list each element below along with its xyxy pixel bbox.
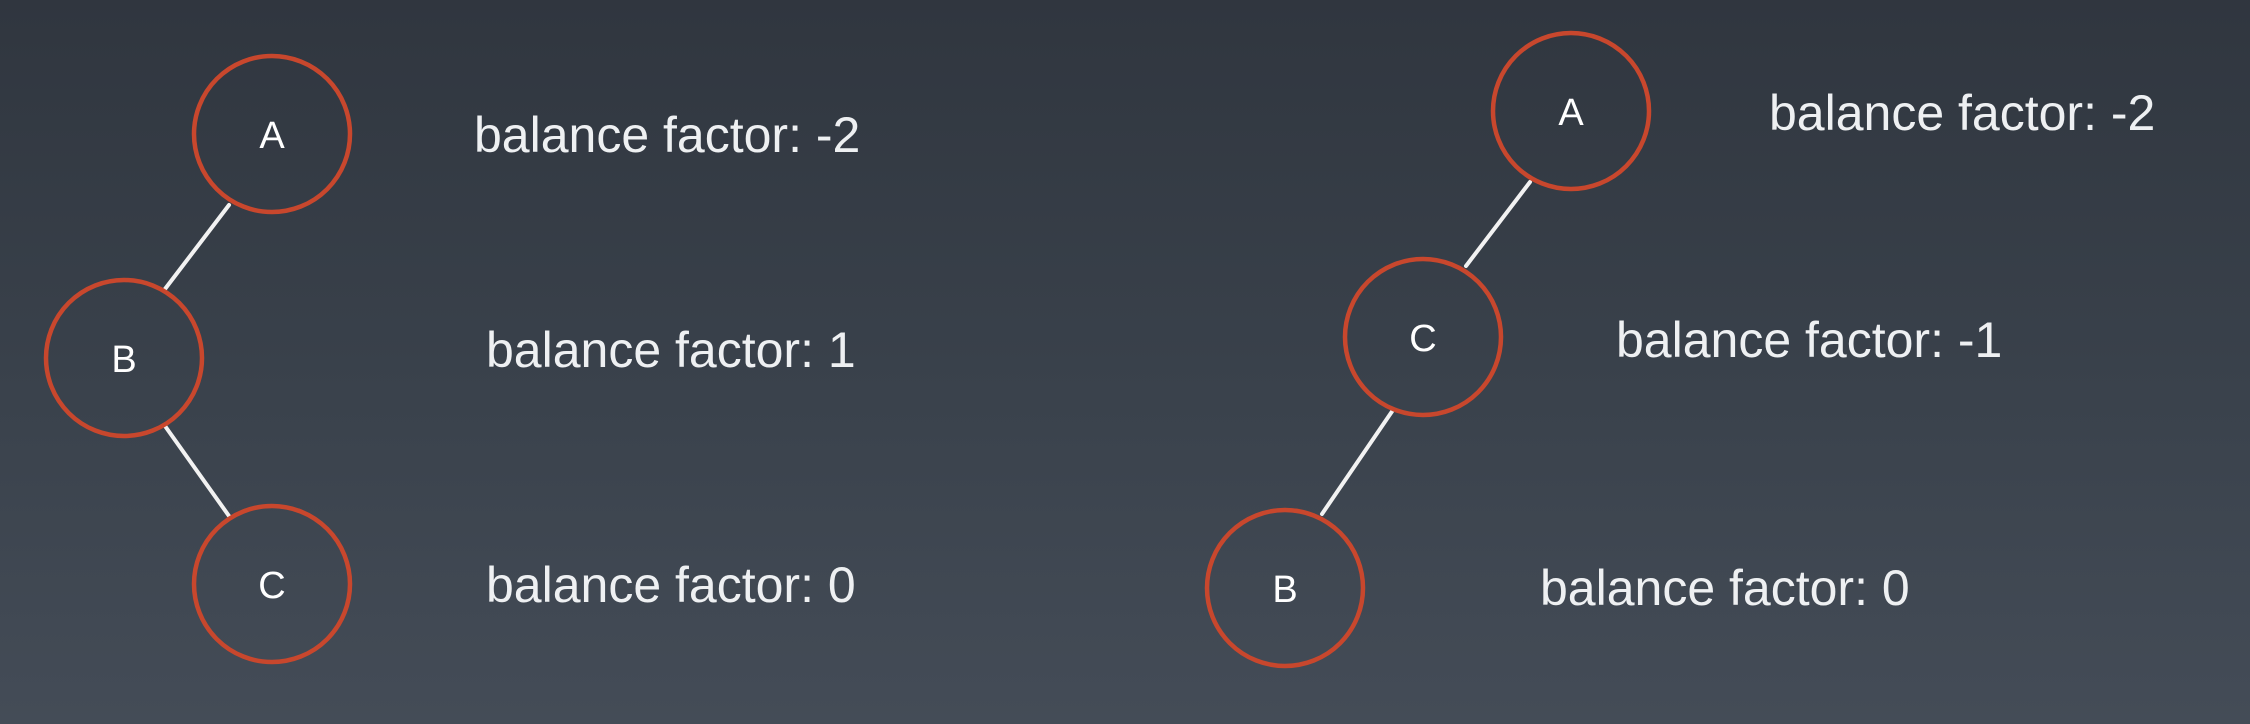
node-circle <box>191 53 353 215</box>
node-circle <box>1204 507 1366 669</box>
balance-factor-label: balance factor: -2 <box>474 107 860 163</box>
tree-right: A C B balance factor: -2 balance factor:… <box>1204 30 2155 669</box>
node-circle <box>1490 30 1652 192</box>
balance-factor-label: balance factor: 0 <box>486 557 856 613</box>
node-label: B <box>111 339 136 381</box>
edge-c-b-right <box>1320 408 1395 516</box>
balance-factor-label: balance factor: 1 <box>486 322 856 378</box>
balance-factor-label: balance factor: 0 <box>1540 560 1910 616</box>
edge-b-c-left <box>163 424 231 518</box>
edge-a-c-right <box>1464 180 1532 268</box>
tree-left-node-a: A <box>191 53 353 215</box>
tree-right-node-b: B <box>1204 507 1366 669</box>
node-circle <box>191 503 353 665</box>
edge-a-b-left <box>163 203 231 291</box>
node-label: B <box>1272 569 1297 611</box>
tree-right-node-a: A <box>1490 30 1652 192</box>
node-label: A <box>259 115 285 157</box>
node-label: A <box>1558 92 1584 134</box>
node-circle <box>1342 256 1504 418</box>
tree-left-node-c: C <box>191 503 353 665</box>
balance-factor-label: balance factor: -2 <box>1769 85 2155 141</box>
node-circle <box>43 277 205 439</box>
tree-left: A B C balance factor: -2 balance factor:… <box>43 53 860 665</box>
tree-left-node-b: B <box>43 277 205 439</box>
node-label: C <box>1409 318 1436 360</box>
node-label: C <box>258 565 285 607</box>
tree-right-node-c: C <box>1342 256 1504 418</box>
balance-factor-label: balance factor: -1 <box>1616 312 2002 368</box>
